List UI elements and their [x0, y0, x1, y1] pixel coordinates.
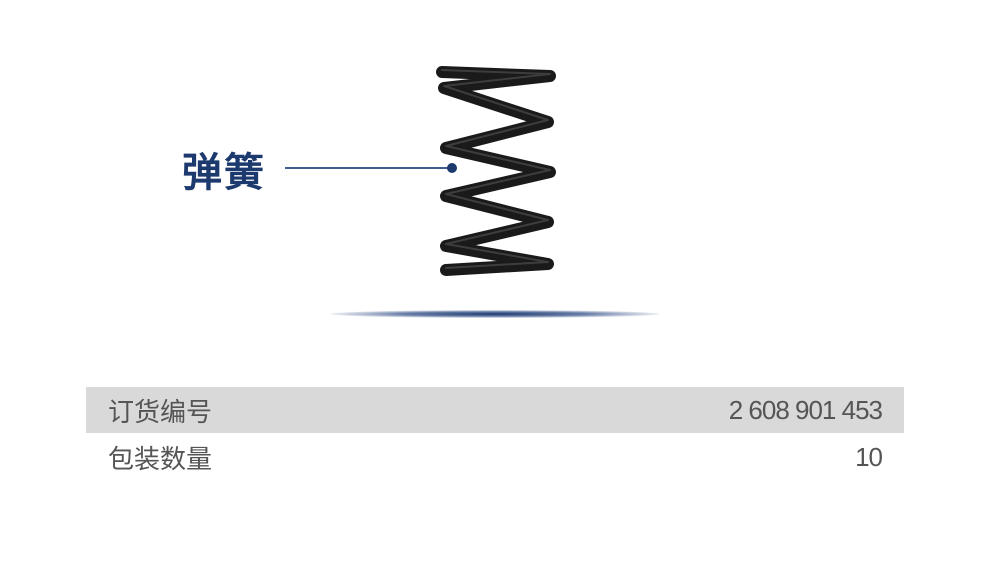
spec-value: 2 608 901 453	[728, 394, 883, 425]
spec-label: 包装数量	[108, 444, 213, 475]
spring-highlight	[441, 69, 551, 269]
product-name-label: 弹簧	[182, 150, 266, 196]
callout-dot	[447, 163, 457, 173]
spec-label: 订货编号	[108, 397, 213, 428]
spring-shadow	[330, 310, 660, 318]
spec-value: 10	[855, 441, 883, 472]
spec-row-order-number: 订货编号 2 608 901 453	[86, 387, 904, 433]
spring-coil	[436, 66, 556, 276]
callout-leader-line	[285, 167, 450, 169]
spec-row-package-quantity: 包装数量 10	[86, 434, 904, 480]
